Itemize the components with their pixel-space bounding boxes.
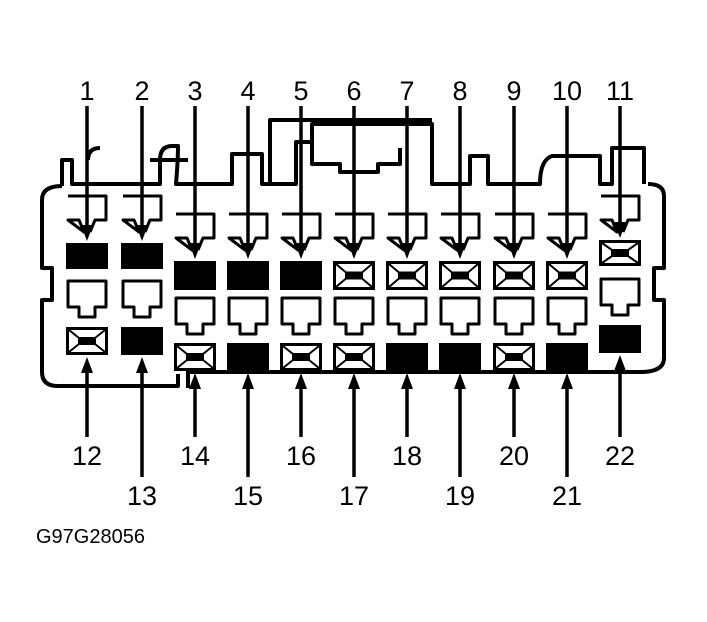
cavity-pin-18-filled xyxy=(386,343,428,371)
cavity-pin-20-x xyxy=(493,343,535,371)
arrow-pin-9 xyxy=(508,106,520,259)
arrow-pin-15 xyxy=(242,373,254,477)
pin-label-14: 14 xyxy=(180,441,210,471)
arrow-pin-10 xyxy=(561,106,573,259)
pin-label-6: 6 xyxy=(346,76,361,106)
pin-arrows xyxy=(81,106,626,477)
terminal-lock-mid-6 xyxy=(333,296,375,336)
arrow-pin-18 xyxy=(401,373,413,437)
arrow-pin-17 xyxy=(348,373,360,477)
cavity-pin-15-filled xyxy=(227,343,269,371)
pin-label-4: 4 xyxy=(240,76,255,106)
terminal-lock-mid-5 xyxy=(280,296,322,336)
pin-label-13: 13 xyxy=(127,481,157,511)
arrow-pin-2 xyxy=(136,106,148,241)
cavity-pin-12-x xyxy=(66,327,108,355)
arrow-pin-13 xyxy=(136,357,148,477)
cavity-pin-8-x xyxy=(439,261,481,290)
arrow-pin-1 xyxy=(81,106,93,241)
cavity-pin-6-x xyxy=(333,261,375,290)
arrow-pin-3 xyxy=(189,106,201,259)
arrow-pin-5 xyxy=(295,106,307,259)
cavity-pin-19-filled xyxy=(439,343,481,371)
terminal-lock-mid-10 xyxy=(546,296,588,336)
cavity-pin-14-x xyxy=(174,343,216,371)
cavity-pin-13-filled xyxy=(121,327,163,355)
cavity-pin-17-x xyxy=(333,343,375,371)
arrow-pin-19 xyxy=(454,373,466,477)
pin-label-20: 20 xyxy=(499,441,529,471)
cavity-pin-4-filled xyxy=(227,261,269,290)
terminal-lock-mid-1 xyxy=(66,279,108,319)
terminal-lock-mid-7 xyxy=(386,296,428,336)
cavity-pin-22-filled xyxy=(599,325,641,353)
pin-label-9: 9 xyxy=(506,76,521,106)
terminal-lock-mid-4 xyxy=(227,296,269,336)
connector-housing xyxy=(40,118,666,388)
cavity-pin-5-filled xyxy=(280,261,322,290)
pin-label-8: 8 xyxy=(452,76,467,106)
cavity-pin-1-filled xyxy=(66,243,108,269)
pin-label-5: 5 xyxy=(293,76,308,106)
arrow-pin-21 xyxy=(561,373,573,477)
cavity-pin-16-x xyxy=(280,343,322,371)
terminal-lock-mid-3 xyxy=(174,296,216,336)
arrow-pin-16 xyxy=(295,373,307,437)
pin-label-1: 1 xyxy=(79,76,94,106)
cavity-pin-9-x xyxy=(493,261,535,290)
pin-label-15: 15 xyxy=(233,481,263,511)
arrow-pin-12 xyxy=(81,357,93,437)
cavity-pin-7-x xyxy=(386,261,428,290)
pin-label-3: 3 xyxy=(187,76,202,106)
arrow-pin-7 xyxy=(401,106,413,259)
figure-code: G97G28056 xyxy=(36,526,145,548)
cavity-grid xyxy=(66,194,641,371)
pin-label-18: 18 xyxy=(392,441,422,471)
arrow-pin-6 xyxy=(348,106,360,259)
pin-label-19: 19 xyxy=(445,481,475,511)
arrow-pin-14 xyxy=(189,373,201,437)
arrow-pin-11 xyxy=(614,106,626,238)
pin-label-7: 7 xyxy=(399,76,414,106)
terminal-lock-mid-2 xyxy=(121,279,163,319)
terminal-lock-mid-8 xyxy=(439,296,481,336)
arrow-pin-20 xyxy=(508,373,520,437)
arrow-pin-8 xyxy=(454,106,466,259)
pin-label-17: 17 xyxy=(339,481,369,511)
pin-label-2: 2 xyxy=(134,76,149,106)
arrow-pin-22 xyxy=(614,355,626,437)
cavity-pin-3-filled xyxy=(174,261,216,290)
cavity-pin-21-filled xyxy=(546,343,588,371)
pin-label-11: 11 xyxy=(606,76,634,106)
pin-label-16: 16 xyxy=(286,441,316,471)
cavity-pin-2-filled xyxy=(121,243,163,269)
pin-label-12: 12 xyxy=(72,441,102,471)
pin-label-10: 10 xyxy=(552,76,582,106)
pin-label-21: 21 xyxy=(552,481,582,511)
arrow-pin-4 xyxy=(242,106,254,259)
pin-label-22: 22 xyxy=(605,441,635,471)
cavity-pin-11-x xyxy=(599,240,641,266)
terminal-lock-mid-11 xyxy=(599,277,641,317)
terminal-lock-mid-9 xyxy=(493,296,535,336)
cavity-pin-10-x xyxy=(546,261,588,290)
